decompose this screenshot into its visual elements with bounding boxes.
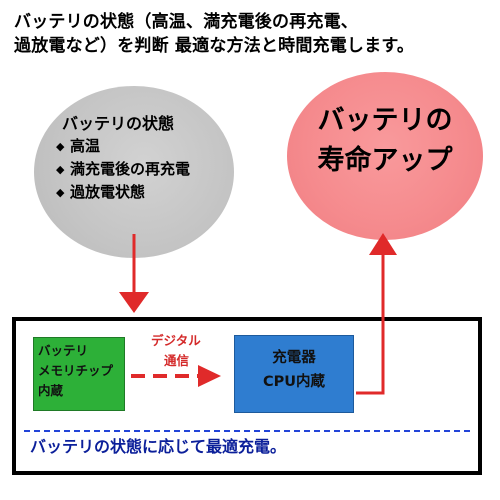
battery-state-item-label: 高温 (70, 137, 101, 155)
down-arrow (119, 234, 149, 313)
charger-line-2: CPU内蔵 (262, 374, 326, 390)
battery-state-circle (34, 86, 234, 258)
down-arrow-head (119, 292, 149, 313)
intro-line-1: バッテリの状態（高温、満充電後の再充電、 (14, 12, 358, 32)
up-arrow-shaft (356, 253, 385, 395)
battery-life-circle (287, 72, 483, 240)
intro-text: バッテリの状態（高温、満充電後の再充電、 過放電など）を判断 最適な方法と時間充… (14, 10, 494, 58)
battery-life-line-1: バッテリの (317, 105, 453, 136)
up-arrow (356, 233, 397, 395)
dashed-arrow-head (198, 365, 221, 387)
battery-state-list: ◆ 高温 ◆ 満充電後の再充電 ◆ 過放電状態 (56, 135, 190, 204)
battery-module-line-2: メモリチップ (38, 363, 114, 378)
battery-module-line-3: 内蔵 (38, 383, 64, 398)
battery-module-line-1: バッテリ (38, 343, 89, 358)
battery-life-text: バッテリの 寿命アップ (287, 101, 483, 181)
battery-state-item: ◆ 満充電後の再充電 (56, 158, 190, 181)
diamond-bullet-icon: ◆ (56, 163, 65, 176)
up-arrow-head (369, 233, 397, 255)
charger-line-1: 充電器 (272, 350, 316, 366)
communication-line-2: 通信 (164, 353, 190, 368)
battery-state-item: ◆ 高温 (56, 135, 190, 158)
battery-memory-chip-box: バッテリ メモリチップ 内蔵 (33, 337, 125, 411)
digital-communication-label: デジタル 通信 (151, 331, 221, 371)
battery-state-item: ◆ 過放電状態 (56, 181, 190, 204)
dashed-divider (24, 430, 470, 432)
battery-life-line-2: 寿命アップ (317, 145, 453, 176)
communication-line-1: デジタル (151, 333, 201, 348)
intro-line-2: 過放電など）を判断 最適な方法と時間充電します。 (14, 36, 415, 56)
battery-state-item-label: 満充電後の再充電 (70, 160, 191, 178)
dashed-right-arrow (131, 365, 221, 387)
footer-text: バッテリの状態に応じて最適充電。 (30, 437, 287, 456)
battery-state-title: バッテリの状態 (62, 114, 175, 133)
battery-state-item-label: 過放電状態 (70, 183, 146, 201)
charger-cpu-box: 充電器 CPU内蔵 (234, 335, 354, 413)
diamond-bullet-icon: ◆ (56, 186, 65, 199)
diamond-bullet-icon: ◆ (56, 140, 65, 153)
